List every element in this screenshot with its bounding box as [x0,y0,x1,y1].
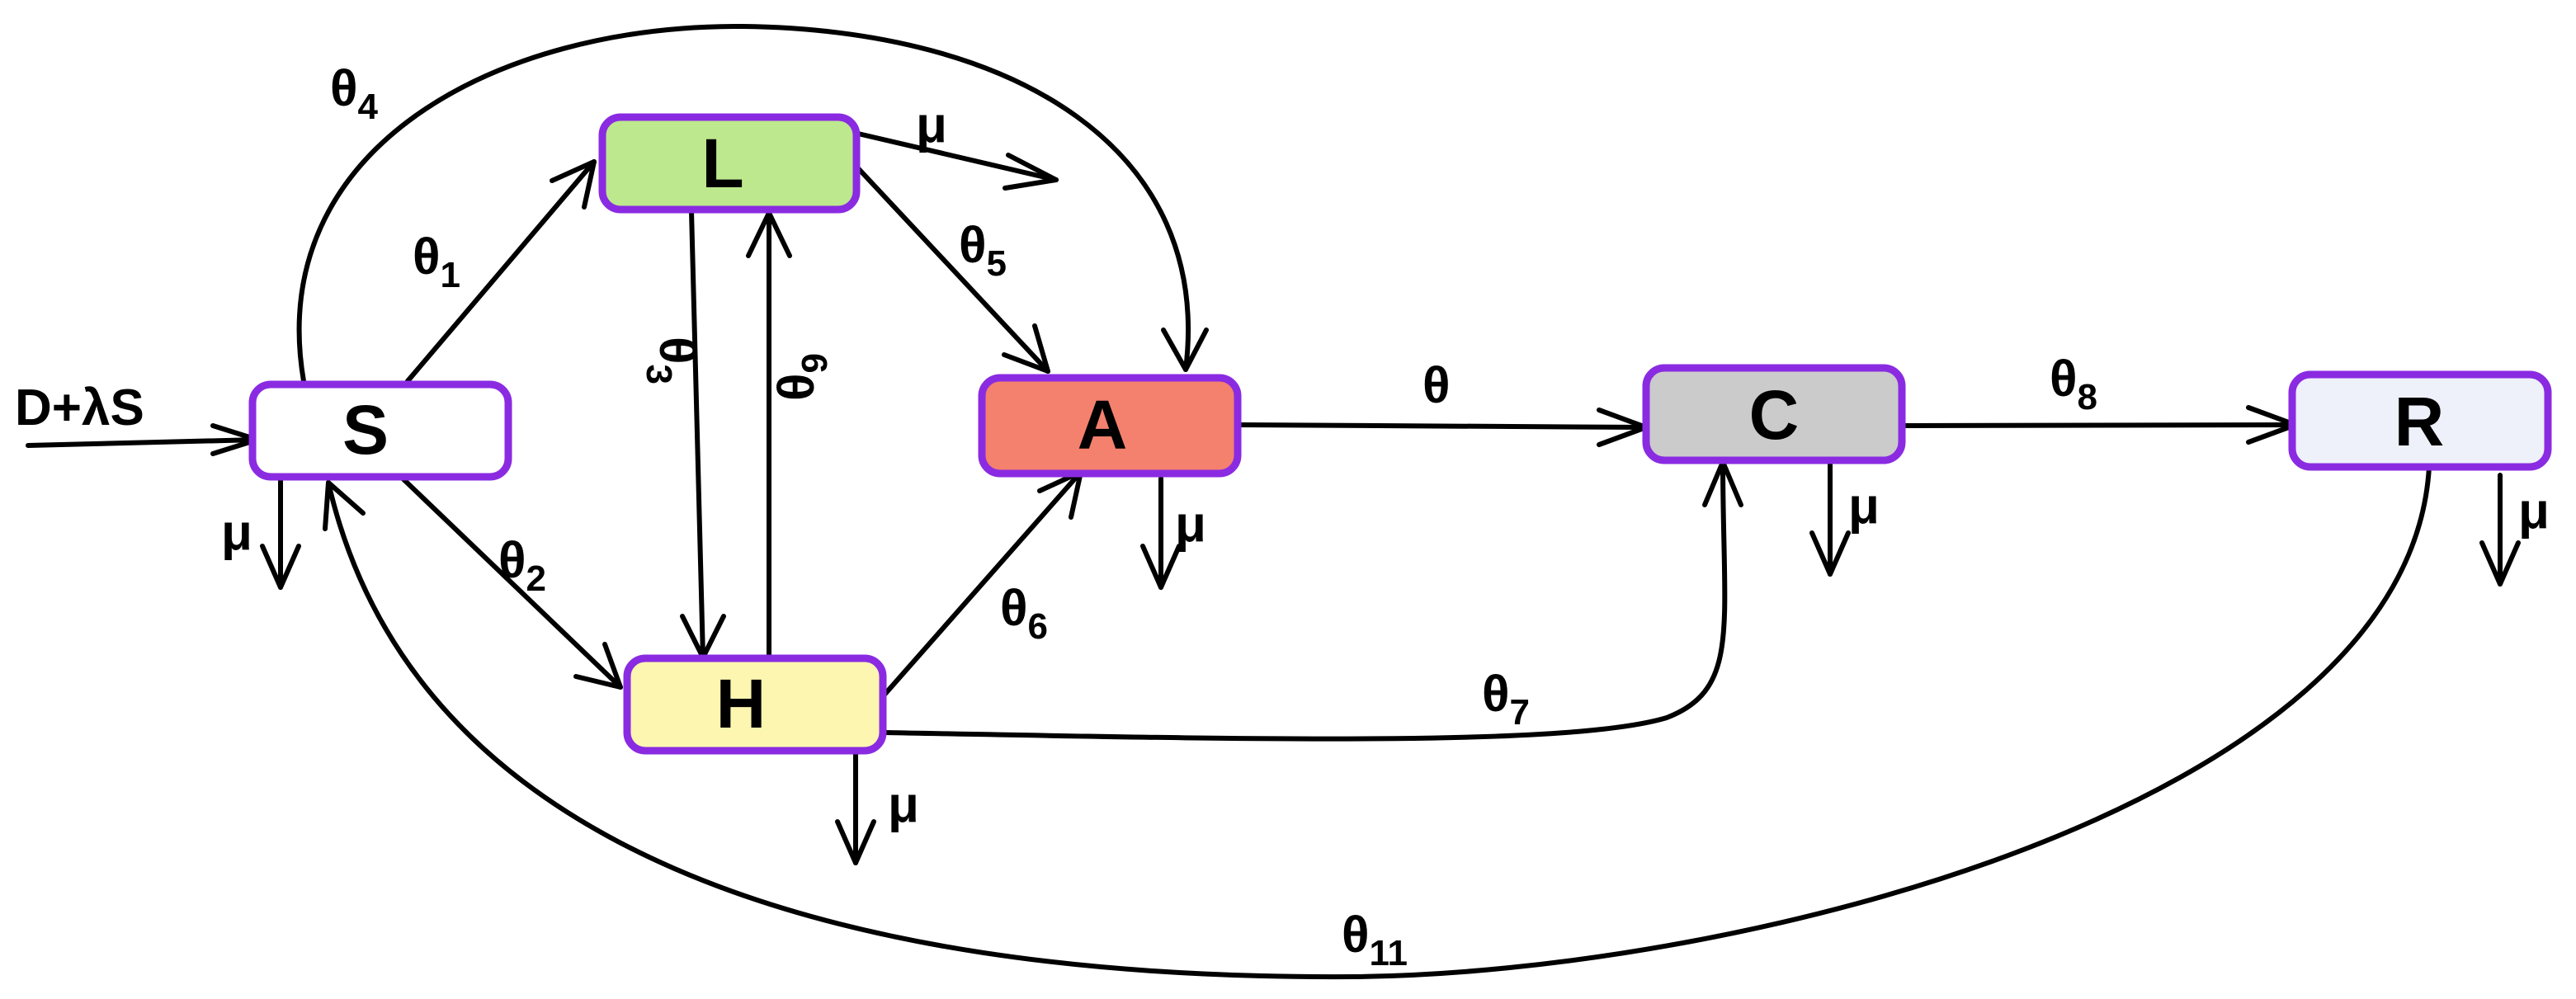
edge-c-to-r [1904,405,2298,445]
edge-h-to-l [746,210,792,660]
label-theta5: θ5 [959,217,1007,284]
edge-s-to-l [405,159,597,384]
label-theta6: θ6 [1000,580,1048,647]
node-s-label: S [342,391,389,469]
node-h-label: H [716,665,767,742]
edge-r-to-s [323,464,2432,980]
node-l: L [598,113,861,214]
label-theta4: θ4 [330,60,379,127]
label-theta1: θ1 [413,229,460,295]
label-theta7: θ7 [1482,666,1530,733]
mu-label-s: μ [221,504,252,561]
node-c-box [1642,364,1906,464]
edge-l-death [856,131,1059,191]
label-theta11: θ11 [1342,907,1408,973]
inflow-label: D+λS [15,379,144,436]
mu-label-c: μ [1848,478,1880,535]
node-r: R [2288,370,2552,471]
node-a-label: A [1078,386,1128,464]
death-arrow-h [835,750,876,865]
label-theta: θ [1422,357,1451,414]
node-h-box [623,654,887,755]
node-a: A [978,374,1242,478]
mu-label-l: μ [916,97,947,153]
mu-label-a: μ [1175,496,1206,553]
death-arrow-a [1140,476,1182,590]
mu-label-r: μ [2518,483,2550,540]
edge-l-to-h [680,209,726,660]
svg-text:θ3: θ3 [639,337,705,384]
death-arrow-r [2479,473,2521,587]
node-c-label: C [1749,376,1800,454]
node-l-box [598,113,861,214]
node-r-box [2288,370,2552,471]
edge-a-to-c [1235,408,1649,447]
edge-s-to-h [400,476,623,690]
node-l-label: L [701,125,743,202]
death-arrow-s [260,478,301,590]
svg-text:θ9: θ9 [768,353,835,401]
death-arrow-c [1809,461,1851,577]
node-c: C [1642,364,1906,464]
label-theta2: θ2 [498,532,546,599]
node-s-box [248,380,512,481]
label-theta8: θ8 [2050,351,2097,417]
node-a-box [978,374,1242,478]
edge-h-to-a [882,469,1083,697]
label-theta3: θ3 [639,337,705,384]
node-r-label: R [2394,383,2445,460]
node-s: S [248,380,512,481]
mu-label-h: μ [888,776,919,833]
edge-l-to-a [856,166,1050,374]
node-h: H [623,654,887,755]
edge-s-to-a-arc [296,23,1209,384]
label-theta9: θ9 [768,353,835,401]
